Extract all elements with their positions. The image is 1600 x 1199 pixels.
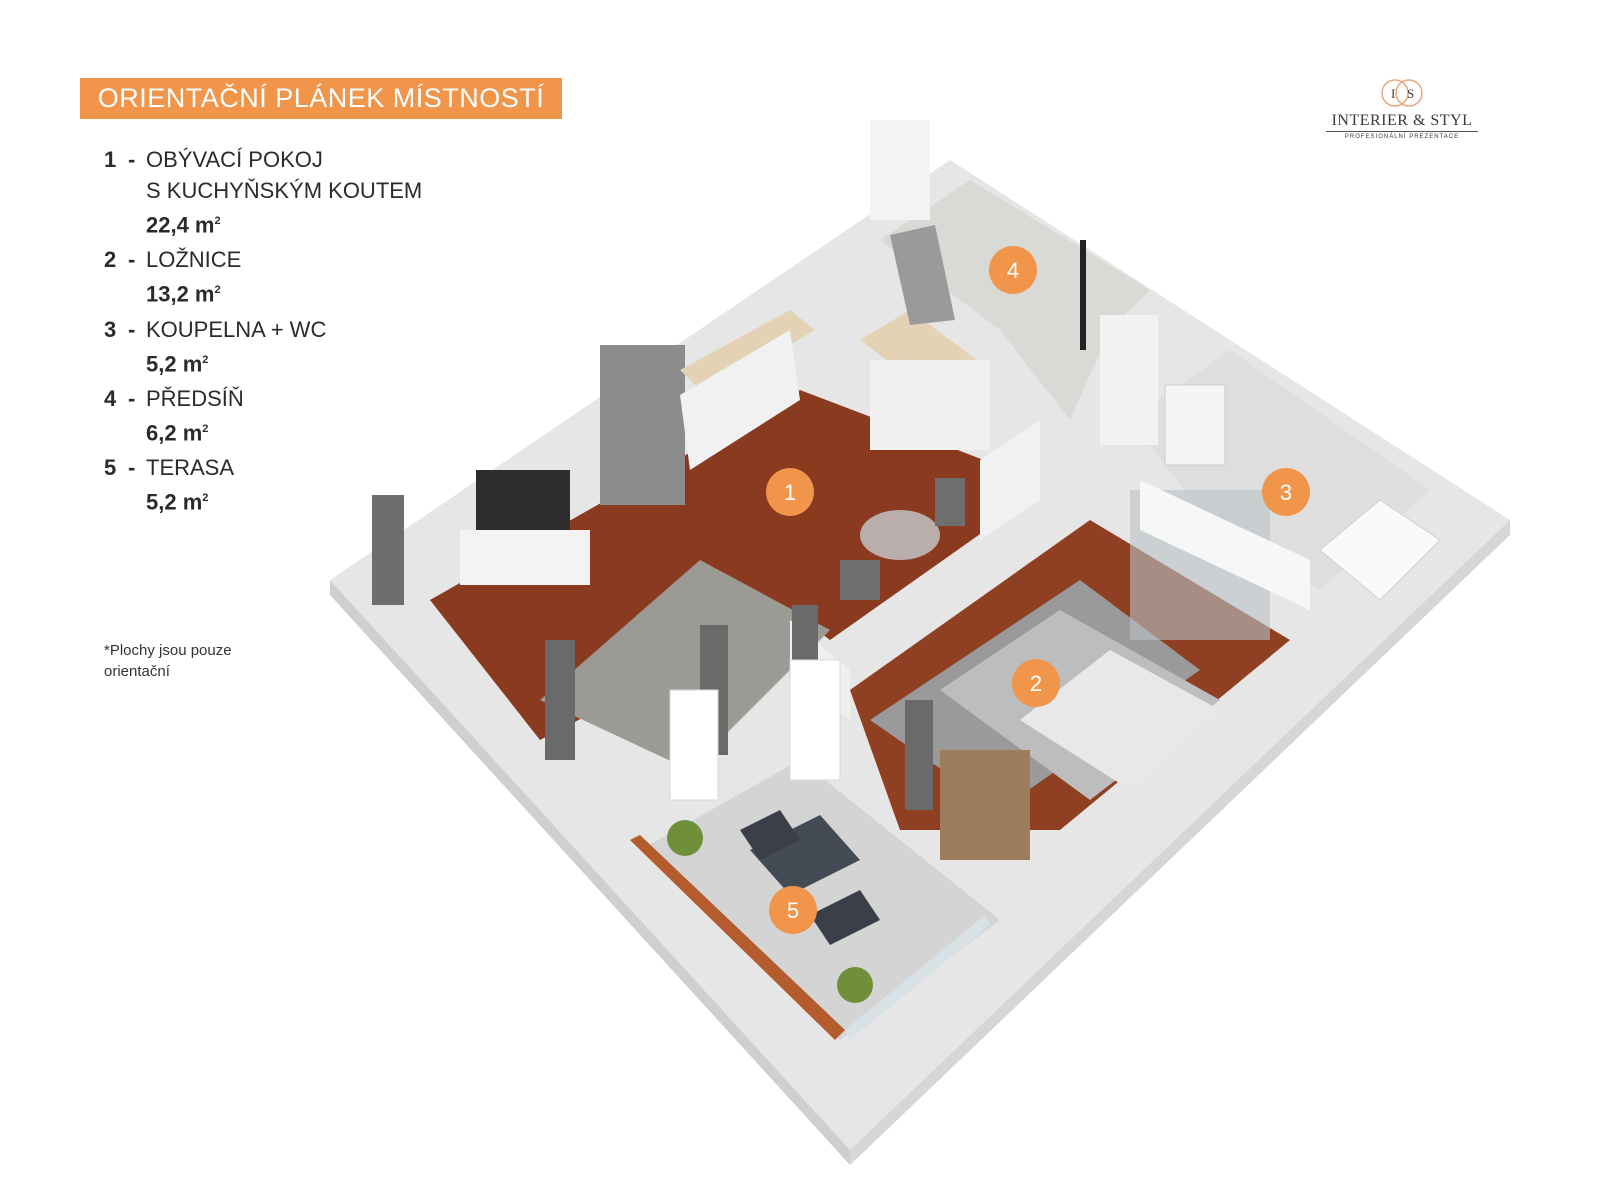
terrace-chair [810, 890, 880, 945]
legend-number: 4 [104, 385, 117, 411]
dining-chair [840, 560, 880, 600]
dining-chair [935, 478, 965, 526]
legend-room-name: LOŽNICE [146, 247, 242, 273]
legend-item-4: 4 - PŘEDSÍŇ 6,2 m2 [104, 383, 524, 448]
legend-room-name: OBÝVACÍ POKOJ S KUCHYŇSKÝM KOUTEM [146, 147, 423, 203]
legend-room-name: KOUPELNA + WC [146, 316, 327, 342]
terrace-railing [630, 835, 845, 1040]
hallway-floor [880, 180, 1150, 420]
legend-room-name: PŘEDSÍŇ [146, 385, 244, 411]
building-slab-side [330, 580, 850, 1165]
room-badge-1: 1 [766, 468, 814, 516]
legend-number: 5 [104, 455, 117, 481]
legend-item-1: 1 - OBÝVACÍ POKOJ S KUCHYŇSKÝM KOUTEM 22… [104, 144, 524, 240]
legend-number: 2 [104, 247, 117, 273]
legend-room-area: 22,4 m2 [146, 212, 221, 238]
coat-stand [1080, 240, 1086, 350]
potted-plant [837, 967, 873, 1003]
interior-wall [870, 120, 930, 220]
refrigerator [600, 345, 685, 505]
legend-dash: - [128, 455, 136, 481]
room-badge-4: 4 [989, 246, 1037, 294]
kitchen-island-body [870, 360, 990, 450]
plan-title-banner: ORIENTAČNÍ PLÁNEK MÍSTNOSTÍ [80, 78, 562, 119]
room-badge-label: 4 [1007, 258, 1019, 283]
range-hood [890, 225, 955, 325]
curtain [372, 495, 404, 605]
legend-dash: - [128, 147, 136, 172]
interior-wall [1100, 315, 1158, 445]
legend-number: 1 [104, 147, 117, 172]
room-badge-5: 5 [769, 886, 817, 934]
room-badge-label: 2 [1030, 671, 1042, 696]
building-slab-side-right [850, 520, 1510, 1165]
interior-wall [980, 420, 1040, 540]
legend-room-name: TERASA [146, 455, 235, 481]
room-badge-label: 5 [787, 898, 799, 923]
room-badge-label: 1 [784, 480, 796, 505]
legend-item-5: 5 - TERASA 5,2 m2 [104, 452, 524, 517]
terrace-chair [740, 810, 800, 860]
legend-room-area: 13,2 m2 [146, 281, 221, 307]
legend-item-3: 3 - KOUPELNA + WC 5,2 m2 [104, 314, 524, 379]
legend-dash: - [128, 385, 136, 411]
terrace-table [750, 815, 860, 895]
legend-room-area: 6,2 m2 [146, 420, 209, 446]
bathtub [1319, 499, 1441, 601]
room-legend: 1 - OBÝVACÍ POKOJ S KUCHYŇSKÝM KOUTEM 22… [104, 144, 524, 522]
legend-number: 3 [104, 316, 117, 342]
interlocking-rings-monogram-icon: I S [1381, 79, 1423, 107]
logo-name: INTERIER & STYL [1326, 112, 1478, 132]
bedside-chest [940, 750, 1030, 860]
terrace-railing-glass [845, 915, 990, 1040]
logo-monogram-right: S [1407, 86, 1414, 101]
legend-room-area: 5,2 m2 [146, 350, 209, 376]
kitchen-cabinets [680, 330, 800, 470]
legend-item-2: 2 - LOŽNICE 13,2 m2 [104, 244, 524, 309]
legend-dash: - [128, 247, 136, 273]
curtain [545, 640, 575, 760]
bed-blanket [1020, 650, 1220, 790]
washing-machine [1164, 384, 1226, 466]
legend-dash: - [128, 316, 136, 342]
legend-room-area: 5,2 m2 [146, 489, 209, 515]
plan-title: ORIENTAČNÍ PLÁNEK MÍSTNOSTÍ [97, 83, 545, 113]
room-badge-3: 3 [1262, 468, 1310, 516]
logo-tagline: PROFESIONÁLNÍ PREZENTACE [1344, 134, 1460, 140]
logo-monogram-left: I [1391, 86, 1395, 101]
room-badge-2: 2 [1012, 659, 1060, 707]
area-disclaimer-note: *Plochy jsou pouze orientační [104, 642, 232, 680]
company-logo: I S INTERIER & STYL PROFESIONÁLNÍ PREZEN… [1326, 76, 1478, 140]
dining-table [860, 510, 940, 560]
terrace-floor [640, 760, 1000, 1040]
tv-stand [460, 530, 590, 585]
interior-wall [1140, 480, 1310, 610]
balcony-door [669, 689, 719, 801]
balcony-door [789, 659, 841, 781]
kitchen-counter [680, 310, 815, 395]
living-room-rug [540, 560, 830, 770]
curtain [905, 700, 933, 810]
room-badge-label: 3 [1280, 480, 1292, 505]
potted-plant [667, 820, 703, 856]
